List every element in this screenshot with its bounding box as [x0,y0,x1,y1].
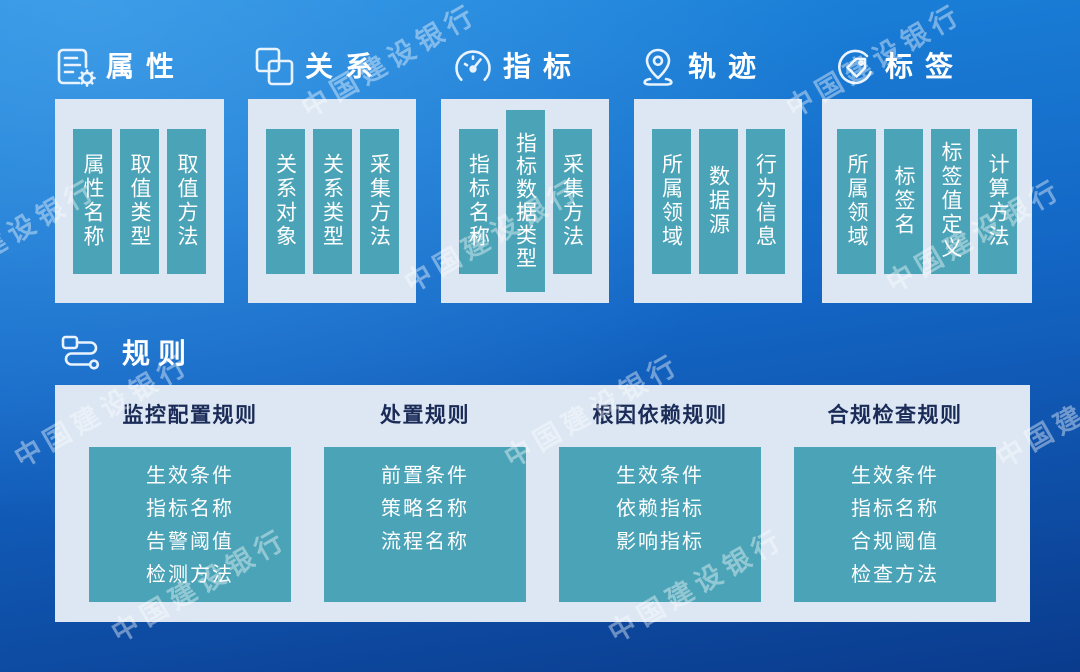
rule-field: 告警阈值 [146,529,234,553]
tag-icon [834,46,876,88]
rule-field: 检测方法 [146,562,234,586]
category-panel-tag: 所属领域 标签名 标签值定义 计算方法 [822,99,1032,303]
rule-field: 策略名称 [381,496,469,520]
rule-column-disposal: 处置规则 前置条件 策略名称 流程名称 [324,385,526,622]
category-panel-trajectory: 所属领域 数据源 行为信息 [634,99,802,303]
rule-field: 生效条件 [146,463,234,487]
category-title: 标签 [885,50,966,83]
rule-field: 依赖指标 [616,496,704,520]
field-pill: 所属领域 [651,128,691,274]
rules-title: 规则 [122,337,195,370]
rule-field: 生效条件 [851,463,939,487]
rule-field-box: 生效条件 指标名称 告警阈值 检测方法 [89,447,291,602]
category-title: 属性 [106,50,187,83]
rule-field: 指标名称 [851,496,939,520]
rule-column-root-cause: 根因依赖规则 生效条件 依赖指标 影响指标 [559,385,761,622]
rule-field-box: 生效条件 依赖指标 影响指标 [559,447,761,602]
category-panel-relation: 关系对象 关系类型 采集方法 [248,99,416,303]
rule-field: 生效条件 [616,463,704,487]
rule-field: 流程名称 [381,529,469,553]
field-label: 取值方法 [175,153,199,249]
rule-column-title: 处置规则 [380,403,470,427]
field-pill: 采集方法 [359,128,399,274]
field-pill: 关系对象 [265,128,305,274]
rule-field-box: 前置条件 策略名称 流程名称 [324,447,526,602]
flow-nodes-icon [60,333,102,375]
field-label: 数据源 [706,165,731,237]
field-pill: 采集方法 [552,128,592,274]
overlapping-squares-icon [254,46,296,88]
category-title: 轨迹 [688,50,769,83]
field-label: 标签值定义 [939,141,963,261]
rules-panel: 监控配置规则 生效条件 指标名称 告警阈值 检测方法 处置规则 前置条件 策略名… [55,385,1030,622]
field-label: 取值类型 [128,153,152,249]
field-pill: 指标数据类型 [505,110,545,292]
rule-column-title: 监控配置规则 [122,403,258,427]
rule-field: 影响指标 [616,529,704,553]
field-pill: 标签名 [884,128,923,274]
rule-column-compliance: 合规检查规则 生效条件 指标名称 合规阈值 检查方法 [794,385,996,622]
category-panel-attribute: 属性名称 取值类型 取值方法 [55,99,224,303]
field-pill: 计算方法 [978,128,1017,274]
category-title: 指标 [503,50,584,83]
category-panel-metric: 指标名称 指标数据类型 采集方法 [441,99,609,303]
category-header-attribute: 属性 [55,46,186,88]
rule-field: 指标名称 [146,496,234,520]
field-label: 采集方法 [560,153,585,249]
rule-field-box: 生效条件 指标名称 合规阈值 检查方法 [794,447,996,602]
field-pill: 数据源 [698,128,738,274]
field-pill: 取值方法 [167,128,206,274]
field-label: 所属领域 [659,153,684,249]
rule-field: 前置条件 [381,463,469,487]
category-title: 关系 [305,50,386,83]
form-gear-icon [55,46,97,88]
field-label: 标签名 [892,165,916,237]
field-label: 计算方法 [986,153,1010,249]
category-header-metric: 指标 [452,46,583,88]
field-label: 指标名称 [466,153,491,249]
category-header-trajectory: 轨迹 [637,46,768,88]
field-label: 采集方法 [367,153,392,249]
field-label: 指标数据类型 [513,132,538,270]
category-header-relation: 关系 [254,46,385,88]
field-label: 关系对象 [273,153,298,249]
field-pill: 取值类型 [120,128,159,274]
rule-column-title: 合规检查规则 [827,403,963,427]
rule-field: 检查方法 [851,562,939,586]
rules-header: 规则 [60,333,194,375]
field-pill: 属性名称 [73,128,112,274]
category-header-tag: 标签 [834,46,965,88]
rule-column-title: 根因依赖规则 [592,403,728,427]
location-pin-icon [637,46,679,88]
rule-field: 合规阈值 [851,529,939,553]
field-label: 关系类型 [320,153,345,249]
field-pill: 行为信息 [745,128,785,274]
field-label: 行为信息 [753,153,778,249]
field-pill: 标签值定义 [931,128,970,274]
gauge-icon [452,46,494,88]
field-label: 所属领域 [845,153,869,249]
field-pill: 关系类型 [312,128,352,274]
field-label: 属性名称 [81,153,105,249]
rule-column-monitoring: 监控配置规则 生效条件 指标名称 告警阈值 检测方法 [89,385,291,622]
field-pill: 指标名称 [458,128,498,274]
field-pill: 所属领域 [837,128,876,274]
